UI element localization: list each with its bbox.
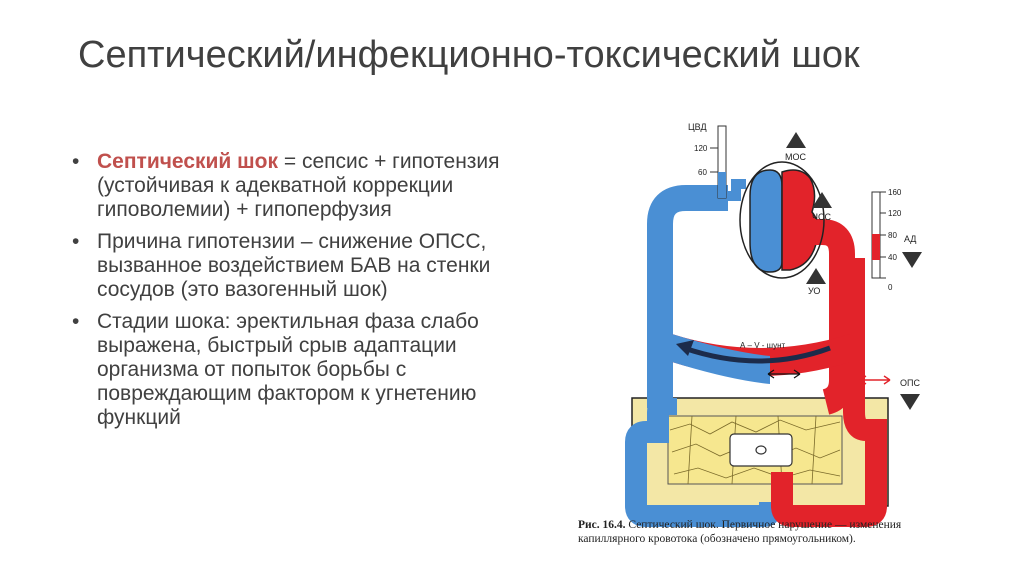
arterial-lower-loop (771, 258, 887, 527)
vena-cava (647, 185, 728, 408)
heart-outline (739, 161, 825, 279)
left-heart (781, 169, 819, 271)
shunt-label: А – V - шунт (740, 341, 786, 350)
ad-scale-160: 160 (888, 188, 902, 197)
mos-up-triangle-icon (786, 132, 806, 148)
caption-text: Септический шок. Первичное нарушение — и… (578, 519, 902, 545)
cvd-label: ЦВД (688, 122, 707, 132)
mos-label: МОС (785, 152, 806, 162)
bullet-glyph: • (72, 230, 80, 253)
shunt-flow-arrow (683, 345, 831, 364)
bullet-item: • Причина гипотензии – снижение ОПСС, вы… (72, 230, 512, 302)
bullet-text: Стадии шока: эректильная фаза слабо выра… (97, 310, 479, 429)
septic-shock-diagram: ЦВД 120 60 МОС ЧСС УО АД ОПС А – V - шун… (560, 112, 960, 552)
aorta (809, 219, 855, 415)
shunt-arrow-head (676, 340, 694, 356)
uo-label: УО (808, 286, 820, 296)
ad-label: АД (904, 234, 916, 244)
figure-caption: Рис. 16.4. Септический шок. Первичное на… (578, 518, 958, 546)
venous-lower-loop (625, 393, 781, 527)
cell-rect (729, 433, 793, 467)
chss-up-triangle-icon (812, 192, 832, 208)
bullet-item: • Стадии шока: эректильная фаза слабо вы… (72, 310, 512, 430)
shunt-double-arrow (767, 369, 801, 379)
cvd-scale-120: 120 (694, 144, 708, 153)
slide-title: Септический/инфекционно-токсический шок (78, 34, 860, 76)
ad-gauge-fill (872, 234, 880, 260)
bullet-glyph: • (72, 150, 80, 173)
chss-label: ЧСС (812, 212, 831, 222)
bullet-item: • Септический шок = сепсис + гипотензия … (72, 150, 512, 222)
ad-down-triangle-icon (902, 252, 922, 268)
ops-label: ОПС (900, 378, 920, 388)
right-heart (749, 169, 783, 273)
ops-down-triangle-icon (900, 394, 920, 410)
ad-scale-40: 40 (888, 253, 897, 262)
ad-scale-120: 120 (888, 209, 902, 218)
ad-scale-80: 80 (888, 231, 897, 240)
bullet-text: = сепсис + гипотензия (устойчивая к адек… (97, 150, 500, 221)
uo-up-triangle-icon (806, 268, 826, 284)
bullet-list: • Септический шок = сепсис + гипотензия … (72, 150, 512, 438)
bullet-emphasis: Септический шок (97, 150, 279, 173)
cell-nucleus (755, 445, 767, 455)
cvd-gauge-fill (718, 172, 726, 198)
bullet-text: Причина гипотензии – снижение ОПСС, вызв… (97, 230, 491, 301)
circulation-svg: ЦВД 120 60 МОС ЧСС УО АД ОПС А – V - шун… (625, 122, 922, 527)
ad-scale-0: 0 (888, 283, 893, 292)
bullet-glyph: • (72, 310, 80, 333)
caption-label: Рис. 16.4. (578, 519, 626, 531)
cvd-scale-60: 60 (698, 168, 707, 177)
ops-double-arrow-icon (859, 375, 891, 385)
